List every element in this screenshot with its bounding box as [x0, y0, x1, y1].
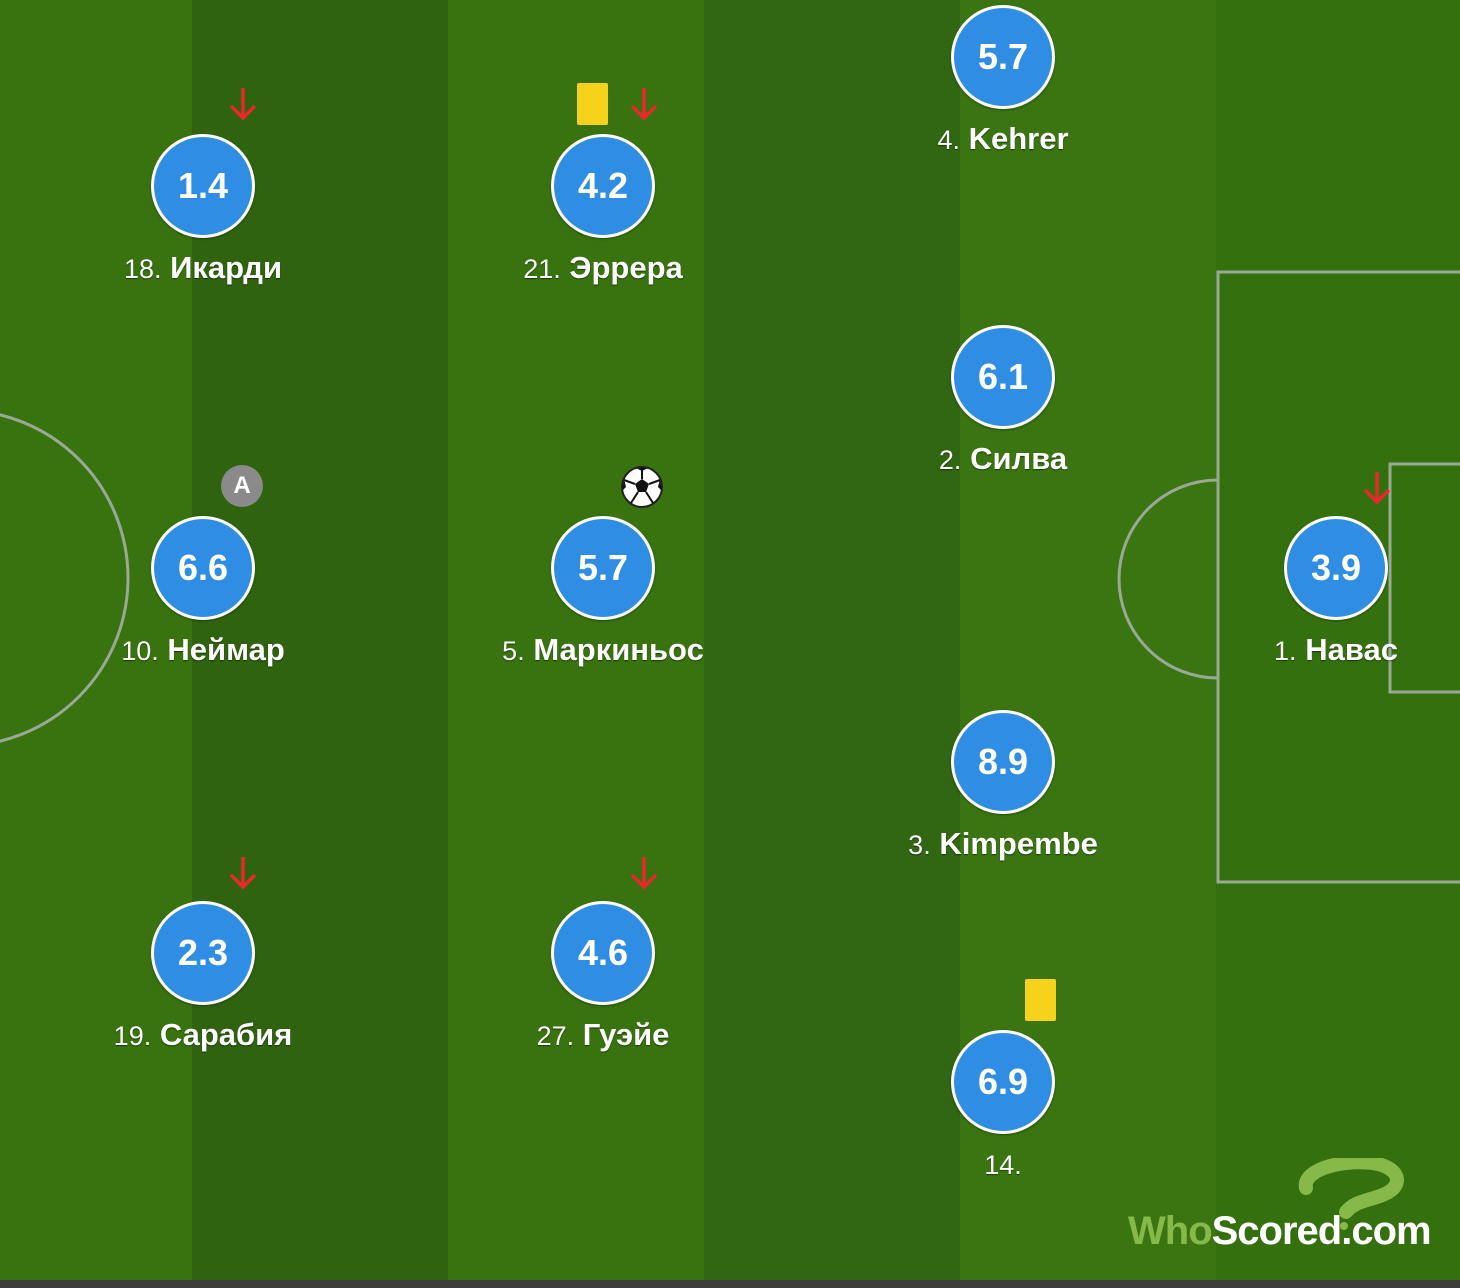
rating-bubble[interactable]: 4.6: [551, 901, 655, 1005]
shirt-number: 4.: [937, 125, 960, 155]
player-name: Икарди: [170, 250, 283, 285]
goal-ball-icon: [621, 466, 663, 508]
player-name-label: 2. Силва: [853, 441, 1153, 477]
shirt-number: 3.: [908, 830, 931, 860]
shirt-number: 14.: [984, 1150, 1022, 1180]
player-name-label: 4. Kehrer: [853, 121, 1153, 157]
question-mark-logo-icon: [1298, 1158, 1404, 1230]
rating-bubble[interactable]: 5.7: [551, 516, 655, 620]
player-name-label: 10. Неймар: [53, 632, 353, 668]
player-sarabia[interactable]: 2.3 19. Сарабия: [53, 901, 353, 1053]
yellow-card-icon: [577, 83, 608, 125]
player-gueye[interactable]: 4.6 27. Гуэйе: [453, 901, 753, 1053]
whoscored-logo: WhoScored.com: [1128, 1158, 1438, 1254]
player-name-label: 27. Гуэйе: [453, 1017, 753, 1053]
player-name-label: 18. Икарди: [53, 250, 353, 286]
player-name-label: 19. Сарабия: [53, 1017, 353, 1053]
rating-bubble[interactable]: 8.9: [951, 710, 1055, 814]
shirt-number: 5.: [502, 636, 525, 666]
player-name: Kehrer: [968, 121, 1069, 156]
shirt-number: 2.: [938, 445, 962, 475]
player-name: Неймар: [167, 632, 285, 667]
shirt-number: 27.: [536, 1021, 575, 1051]
player-kimpembe[interactable]: 8.9 3. Kimpembe: [853, 710, 1153, 862]
rating-bubble[interactable]: 5.7: [951, 5, 1055, 109]
rating-bubble[interactable]: 3.9: [1284, 516, 1388, 620]
sub-off-arrow-icon: [630, 857, 658, 890]
player-name: Гуэйе: [582, 1017, 670, 1052]
player-name-label: 1. Навас: [1186, 632, 1460, 668]
player-name-label: 3. Kimpembe: [853, 826, 1153, 862]
rating-bubble[interactable]: 1.4: [151, 134, 255, 238]
penalty-box: [1216, 270, 1460, 884]
player-navas[interactable]: 3.9 1. Навас: [1186, 516, 1460, 668]
shirt-number: 1.: [1274, 636, 1297, 666]
player-14[interactable]: 6.9 14.: [853, 1030, 1153, 1182]
sub-off-arrow-icon: [229, 88, 257, 121]
rating-bubble[interactable]: 6.9: [951, 1030, 1055, 1134]
rating-bubble[interactable]: 2.3: [151, 901, 255, 1005]
shirt-number: 21.: [523, 254, 561, 284]
rating-bubble[interactable]: 6.1: [951, 325, 1055, 429]
rating-bubble[interactable]: 6.6: [151, 516, 255, 620]
player-silva[interactable]: 6.1 2. Силва: [853, 325, 1153, 477]
rating-bubble[interactable]: 4.2: [551, 134, 655, 238]
player-name: Сарабия: [159, 1017, 293, 1052]
player-herrera[interactable]: 4.2 21. Эррера: [453, 134, 753, 286]
sub-off-arrow-icon: [630, 88, 658, 121]
penalty-arc: [1117, 478, 1219, 680]
player-name: Эррера: [569, 250, 683, 285]
sub-off-arrow-icon: [229, 857, 257, 890]
captain-badge-icon: A: [221, 465, 263, 507]
player-icardi[interactable]: 1.4 18. Икарди: [53, 134, 353, 286]
player-name-label: 5. Маркиньос: [453, 632, 753, 668]
shirt-number: 18.: [123, 254, 162, 284]
player-name: Силва: [970, 441, 1068, 476]
player-marquinhos[interactable]: 5.7 5. Маркиньос: [453, 516, 753, 668]
player-name-label: 21. Эррера: [453, 250, 753, 286]
player-kehrer[interactable]: 5.7 4. Kehrer: [853, 5, 1153, 157]
logo-wordmark: WhoScored.com: [1128, 1209, 1432, 1254]
player-name: Kimpembe: [939, 826, 1098, 861]
logo-dotcom: .com: [1341, 1209, 1431, 1253]
center-circle: [0, 413, 130, 743]
goal-area: [1388, 462, 1460, 694]
yellow-card-icon: [1025, 979, 1056, 1021]
logo-who: Who: [1128, 1209, 1213, 1253]
logo-scored: Scored: [1211, 1209, 1343, 1253]
player-name: Маркиньос: [533, 632, 704, 667]
bottom-border: [0, 1280, 1460, 1288]
player-name: Навас: [1305, 632, 1398, 667]
sub-off-arrow-icon: [1363, 472, 1391, 505]
shirt-number: 19.: [113, 1021, 152, 1051]
player-neymar[interactable]: 6.6 10. Неймар: [53, 516, 353, 668]
shirt-number: 10.: [121, 636, 159, 666]
player-name-label: 14.: [853, 1146, 1153, 1182]
